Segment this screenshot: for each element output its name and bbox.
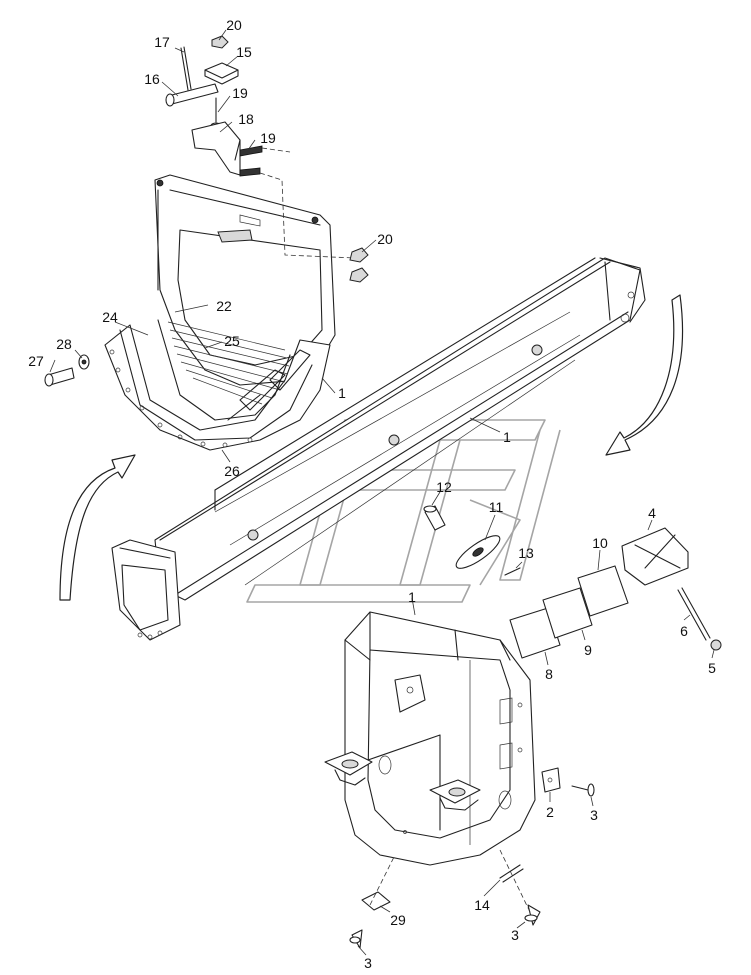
lower-small-parts (349, 505, 722, 949)
callout-5: 5 (708, 660, 716, 676)
callout-6: 6 (680, 623, 688, 639)
boom-tube (154, 257, 646, 601)
callout-24: 24 (102, 309, 118, 325)
top-hardware (165, 35, 369, 283)
callout-8: 8 (545, 666, 553, 682)
callout-19-upper: 19 (232, 85, 248, 101)
callout-10: 10 (592, 535, 608, 551)
callout-16: 16 (144, 71, 160, 87)
callout-2: 2 (546, 804, 554, 820)
callout-17: 17 (154, 34, 170, 50)
callout-22: 22 (216, 298, 232, 314)
callout-3-bottom-left: 3 (364, 955, 372, 971)
callout-1-boom: 1 (503, 429, 511, 445)
callout-27: 27 (28, 353, 44, 369)
callout-29: 29 (390, 912, 406, 928)
callout-11: 11 (489, 499, 504, 515)
callout-20-right: 20 (377, 231, 393, 247)
callout-25: 25 (224, 333, 240, 349)
callout-15: 15 (236, 44, 252, 60)
callout-1-lower-frame: 1 (408, 589, 416, 605)
callout-28: 28 (56, 336, 72, 352)
callout-9: 9 (584, 642, 592, 658)
callout-20-top: 20 (226, 17, 242, 33)
lower-end-frame (324, 611, 536, 866)
callout-3-right: 3 (590, 807, 598, 823)
callout-13: 13 (518, 545, 534, 561)
callout-4: 4 (648, 505, 656, 521)
callout-19-lower: 19 (260, 130, 276, 146)
callout-18: 18 (238, 111, 254, 127)
boom-end-frame-left (111, 539, 181, 641)
wear-pad-assembly (104, 319, 331, 451)
callout-1-upper-frame: 1 (338, 385, 346, 401)
bolt-washer-27-28 (44, 354, 90, 387)
assembly-arrows (59, 294, 684, 601)
callout-labels: 20 17 15 16 19 18 19 20 22 24 25 28 27 1… (28, 17, 716, 971)
callout-12: 12 (436, 479, 452, 495)
callout-14: 14 (474, 897, 490, 913)
callout-3-bottom-right: 3 (511, 927, 519, 943)
callout-26: 26 (224, 463, 240, 479)
leader-lines (49, 29, 715, 956)
